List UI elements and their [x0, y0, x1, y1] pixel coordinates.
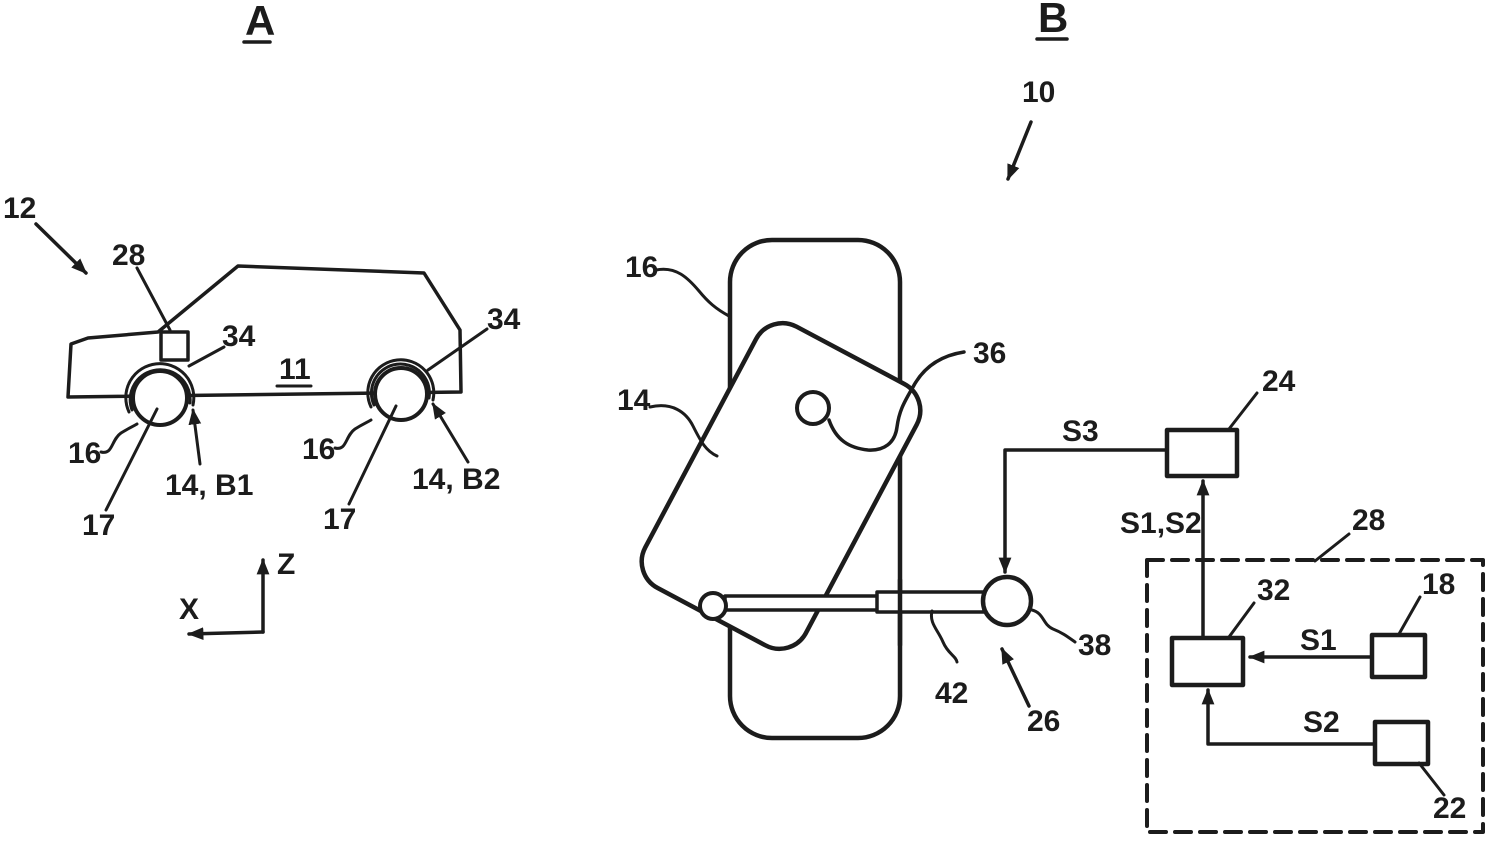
tie-rod-outer — [875, 590, 986, 614]
tire-leader — [654, 267, 731, 318]
merge-unit-block — [1169, 635, 1246, 688]
s3-signal-line — [998, 448, 1169, 574]
sensor2-leader — [1417, 761, 1446, 797]
wheel-carrier-label: 14 — [617, 384, 651, 417]
sensor2-block — [1372, 719, 1431, 767]
actuator-label: 26 — [1027, 705, 1060, 738]
panel-b-header: B — [1038, 0, 1068, 41]
opening-label: 36 — [973, 337, 1006, 370]
s1s2-label: S1,S2 — [1120, 507, 1202, 540]
rear-tire-label: 16 — [302, 433, 335, 466]
front-tire-label: 16 — [68, 437, 101, 470]
controller-box-label: 28 — [1352, 504, 1385, 537]
rear-ring-inner-arc — [369, 362, 431, 407]
vehicle-label: 12 — [3, 192, 36, 225]
rear-brake-label: 14, B2 — [412, 463, 500, 496]
vehicle-arrow — [34, 222, 88, 275]
control-unit-leader — [135, 266, 172, 332]
panel-a: A 12 28 34 11 34 16 17 14, B1 16 17 14, … — [3, 0, 521, 641]
rear-wheel-leader — [347, 404, 398, 506]
s1-label: S1 — [1300, 624, 1337, 657]
front-ring-label: 34 — [222, 320, 256, 353]
controller-box-leader — [1313, 532, 1351, 563]
s2-signal-line — [1201, 688, 1376, 746]
front-tire-leader — [99, 422, 139, 454]
sensor1-block — [1369, 632, 1428, 680]
front-brake-label: 14, B1 — [165, 469, 253, 502]
front-ring-leader — [187, 345, 226, 368]
tie-rod-label: 42 — [935, 677, 968, 710]
rear-wheel-label: 17 — [323, 503, 356, 536]
ball-joint-38 — [980, 574, 1034, 628]
rear-ring-leader — [426, 327, 489, 372]
system-label: 10 — [1022, 76, 1055, 109]
receiver-label: 24 — [1262, 365, 1296, 398]
wheel-carrier-leader — [648, 404, 719, 458]
opening-hole — [795, 390, 831, 426]
rear-brake-arrow — [431, 402, 470, 464]
car-outline — [66, 264, 463, 399]
ball-joint-leader — [1030, 608, 1077, 644]
x-axis-label: X — [179, 593, 199, 626]
opening-leader — [827, 350, 966, 452]
tire-label: 16 — [625, 251, 658, 284]
s3-label: S3 — [1062, 415, 1099, 448]
tie-rod-inner — [723, 594, 880, 612]
ball-joint-label: 38 — [1078, 629, 1111, 662]
front-wheel — [131, 369, 189, 427]
rear-wheel — [373, 366, 429, 422]
system-arrow — [1006, 120, 1033, 181]
x-axis-arrow — [187, 627, 265, 641]
actuator-arrow — [1000, 647, 1031, 708]
rear-ring-label: 34 — [487, 303, 521, 336]
front-ring-outer-arc — [124, 362, 196, 414]
rear-ring-outer-arc — [366, 358, 436, 409]
z-axis-label: Z — [277, 548, 295, 581]
rear-tire-leader — [333, 418, 373, 450]
body-label: 11 — [279, 353, 311, 386]
merge-unit-leader — [1227, 601, 1256, 639]
control-unit-box — [159, 330, 190, 362]
s2-label: S2 — [1303, 706, 1340, 739]
panel-a-header: A — [245, 0, 275, 44]
front-brake-arrow — [188, 408, 202, 466]
receiver-block — [1164, 427, 1240, 479]
front-wheel-label: 17 — [82, 509, 115, 542]
sensor2-label: 22 — [1433, 792, 1466, 825]
merge-unit-label: 32 — [1257, 574, 1290, 607]
rod-end-joint — [698, 591, 728, 621]
control-unit-label: 28 — [112, 239, 145, 272]
receiver-leader — [1227, 391, 1259, 431]
panel-b: B 10 16 14 36 24 S3 S1,S2 28 32 18 S1 S2… — [617, 0, 1485, 834]
tie-rod-leader — [929, 609, 959, 664]
sensor1-label: 18 — [1422, 568, 1455, 601]
front-wheel-leader — [104, 407, 159, 512]
sensor1-leader — [1397, 595, 1422, 636]
